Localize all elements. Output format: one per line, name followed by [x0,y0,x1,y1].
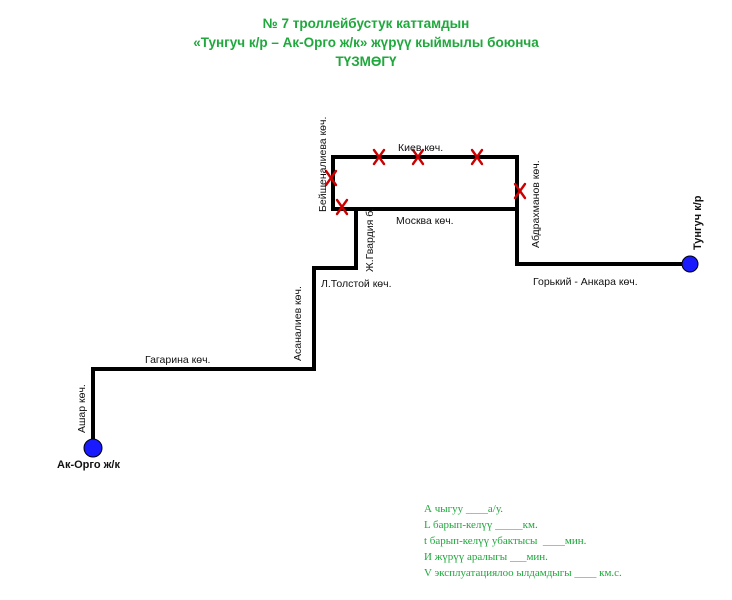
closure-marker [513,182,527,200]
terminal-end-label: Тунгуч к/р [692,195,704,250]
param-interval: И жүрүү аралыгы ___мин. [424,551,548,563]
closure-marker [335,198,349,216]
street-label-gagarina: Гагарина көч. [145,354,210,366]
closure-marker [324,169,338,187]
closure-marker [411,148,425,166]
street-label-tolstoy: Л.Толстой көч. [321,278,392,290]
terminal-end-dot [681,255,699,273]
street-label-gvardia: Ж.Гвардия б. [364,208,376,272]
street-label-gorky: Горький - Анкара көч. [533,276,638,288]
street-label-asanaliev: Асаналиев көч. [292,286,304,361]
param-operating-speed: V эксплуатациялоо ылдамдыгы ____ км.с. [424,567,622,579]
street-label-beishenaliev: Бейшеналиева көч. [317,117,329,212]
street-label-ashar: Ашар көч. [76,384,88,433]
param-exits: А чыгуу ____а/у. [424,503,503,515]
terminal-start-label: Ак-Орго ж/к [57,459,120,471]
route-parameters-form: А чыгуу ____а/у. L барып-келүү _____км. … [424,501,622,581]
title-line-1: № 7 троллейбустук каттамдын [262,16,470,31]
route-line [91,155,690,448]
title-line-3: ТҮЗМӨГҮ [335,54,397,69]
terminal-start-dot [83,438,103,458]
param-distance: L барып-келүү _____км. [424,519,538,531]
title-line-2: «Тунгуч к/р – Ак-Орго ж/к» жүрүү кыймылы… [193,35,539,50]
closure-marker [470,148,484,166]
closure-marker [372,148,386,166]
street-label-abdrakhmanov: Абдрахманов көч. [530,160,542,248]
street-label-moskva: Москва көч. [396,215,454,227]
param-round-trip-time: t барып-келүү убактысы ____мин. [424,535,587,547]
diagram-title: № 7 троллейбустук каттамдын «Тунгуч к/р … [0,14,732,71]
street-label-kiev: Киев көч. [398,142,443,154]
